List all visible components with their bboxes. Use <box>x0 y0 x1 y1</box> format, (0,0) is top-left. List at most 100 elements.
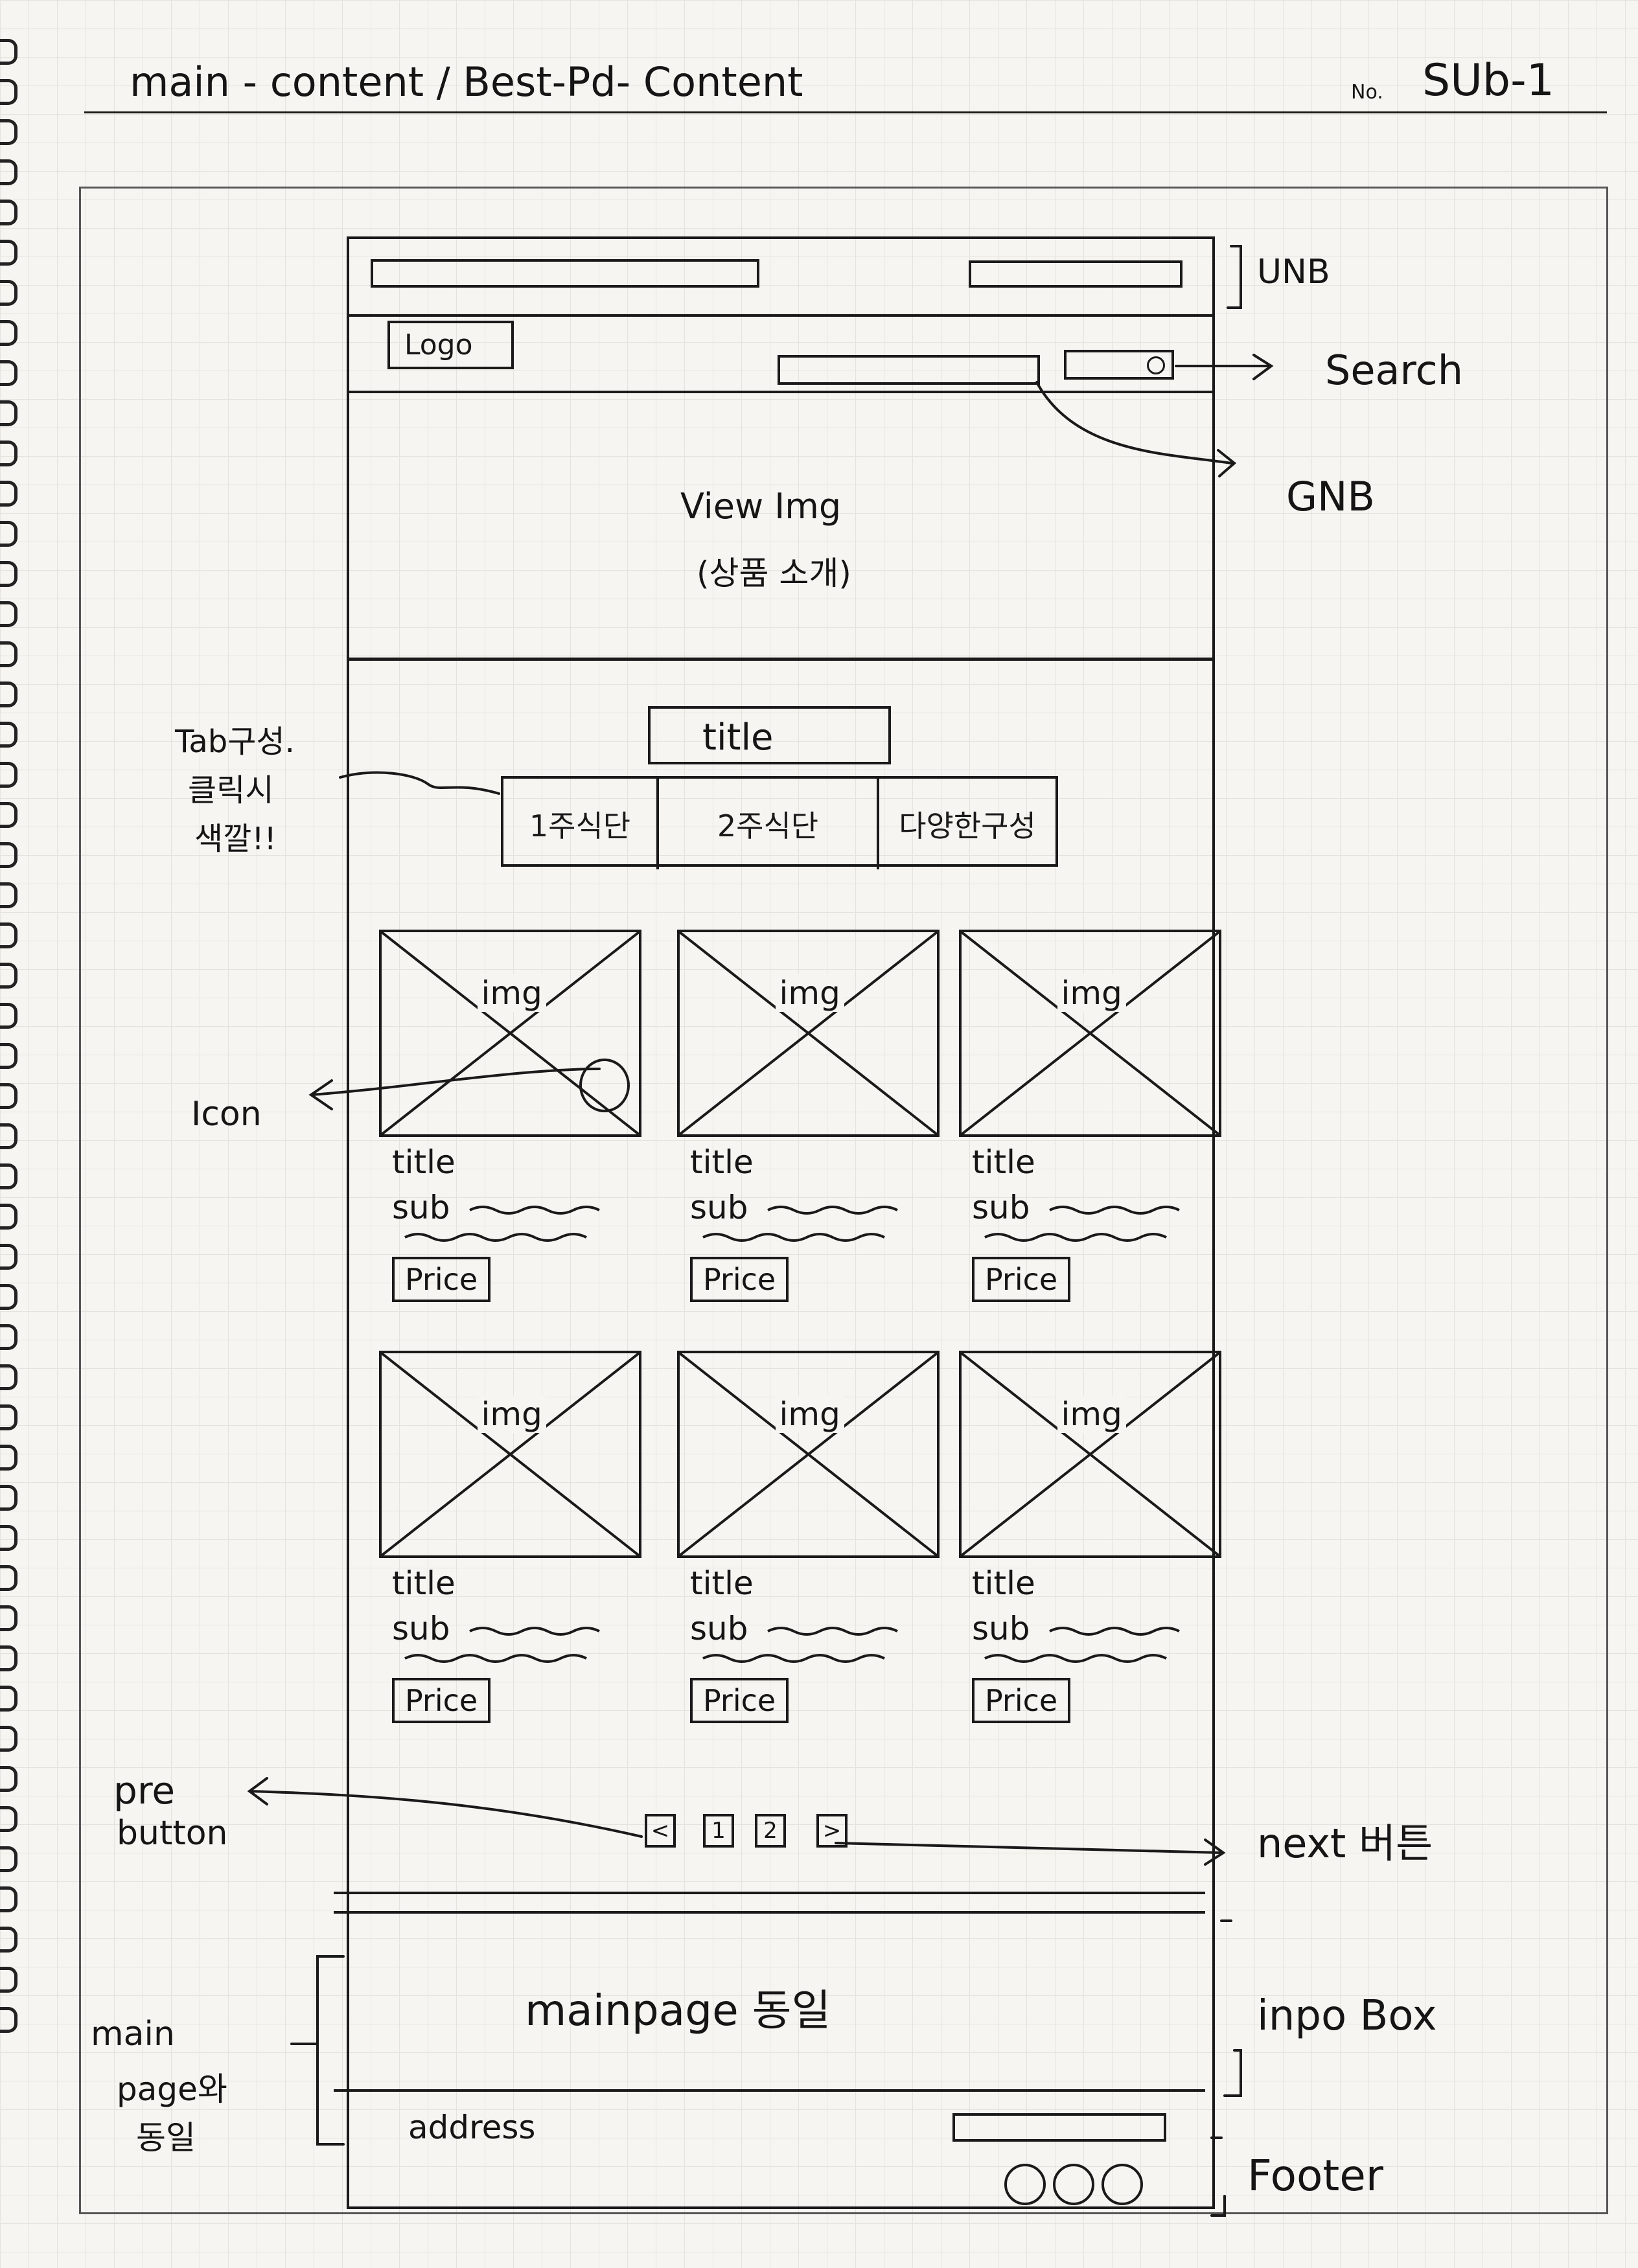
subtitle-squiggle <box>392 1613 638 1665</box>
product-subtitle: sub <box>392 1610 450 1647</box>
search-input[interactable] <box>1064 350 1174 380</box>
logo-label: Logo <box>404 328 473 361</box>
product-price: Price <box>972 1257 1071 1302</box>
next-button[interactable]: > <box>816 1814 848 1848</box>
image-placeholder-cross <box>680 1353 937 1555</box>
spiral-ring <box>0 1043 17 1069</box>
wishlist-icon[interactable] <box>579 1059 630 1112</box>
spiral-ring <box>0 1886 17 1912</box>
spiral-ring <box>0 39 17 65</box>
product-image-label: img <box>1057 974 1126 1012</box>
product-image[interactable]: img <box>379 930 641 1137</box>
page-number-label: No. <box>1351 81 1383 104</box>
social-icon-2[interactable] <box>1053 2164 1094 2205</box>
product-title: title <box>690 1564 754 1602</box>
product-image[interactable]: img <box>959 1351 1221 1558</box>
pagination-divider <box>334 1892 1205 1894</box>
page-1-button[interactable]: 1 <box>703 1814 734 1848</box>
spiral-ring <box>0 119 17 145</box>
product-image[interactable]: img <box>379 1351 641 1558</box>
header-rule <box>84 111 1607 113</box>
spiral-ring <box>0 521 17 547</box>
spiral-ring <box>0 1083 17 1109</box>
annotation-tab-note-1: Tab구성. <box>175 724 295 760</box>
product-image[interactable]: img <box>959 930 1221 1137</box>
hero-subtitle: (상품 소개) <box>697 555 851 592</box>
tab-arrow <box>339 771 500 795</box>
annotation-pre-1: pre <box>113 1769 176 1813</box>
spiral-ring <box>0 842 17 868</box>
subtitle-squiggle <box>690 1192 936 1244</box>
product-image-label: img <box>775 974 844 1012</box>
page-number: SUb-1 <box>1422 55 1554 106</box>
spiral-ring <box>0 1445 17 1471</box>
product-price: Price <box>392 1257 491 1302</box>
tab-variety[interactable]: 다양한구성 <box>899 808 1036 843</box>
spiral-ring <box>0 561 17 587</box>
annotation-pre-2: button <box>117 1814 228 1853</box>
annotation-main-3: 동일 <box>136 2119 196 2157</box>
product-image-label: img <box>477 1395 546 1433</box>
unb-left-links[interactable] <box>371 259 759 288</box>
footer-family-site[interactable] <box>952 2113 1166 2142</box>
product-subtitle: sub <box>690 1610 748 1647</box>
tab-bar: 1주식단 2주식단 다양한구성 <box>501 776 1058 869</box>
image-placeholder-cross <box>382 1353 639 1555</box>
footer-bracket <box>1210 2136 1226 2217</box>
product-subtitle: sub <box>972 1189 1030 1226</box>
info-box-bracket <box>1220 1919 1242 2097</box>
spiral-ring <box>0 400 17 426</box>
info-box-top <box>334 1911 1205 1914</box>
product-title: title <box>392 1143 456 1181</box>
gnb-menu[interactable] <box>778 355 1040 385</box>
subtitle-squiggle <box>972 1613 1218 1665</box>
subtitle-squiggle <box>972 1192 1218 1244</box>
spiral-ring <box>0 1404 17 1430</box>
subtitle-squiggle <box>690 1613 936 1665</box>
social-icon-1[interactable] <box>1004 2164 1046 2205</box>
spiral-ring <box>0 1726 17 1752</box>
tab-2week[interactable]: 2주식단 <box>659 779 879 869</box>
annotation-tab-note-3: 색깔!! <box>194 821 277 857</box>
section-title-box: title <box>648 706 891 764</box>
logo-box[interactable]: Logo <box>387 321 514 369</box>
prev-button[interactable]: < <box>645 1814 676 1848</box>
footer-social-icons <box>1004 2164 1147 2205</box>
spiral-ring <box>0 2007 17 2033</box>
spiral-ring <box>0 1565 17 1591</box>
product-image[interactable]: img <box>677 930 940 1137</box>
spiral-ring <box>0 1163 17 1189</box>
page-header-title: main - content / Best-Pd- Content <box>130 58 803 106</box>
spiral-ring <box>0 1605 17 1631</box>
tab-1week[interactable]: 1주식단 <box>503 779 659 869</box>
next-arrow <box>835 1838 1226 1866</box>
unb-right-links[interactable] <box>969 260 1182 288</box>
product-image-label: img <box>775 1395 844 1433</box>
footer-address: address <box>408 2109 536 2146</box>
spiral-ring <box>0 641 17 667</box>
spiral-ring <box>0 1364 17 1390</box>
social-icon-3[interactable] <box>1102 2164 1143 2205</box>
product-title: title <box>972 1564 1035 1602</box>
annotation-unb: UNB <box>1257 253 1330 292</box>
info-box-text: mainpage 동일 <box>525 1986 831 2035</box>
unb-bracket <box>1227 245 1242 309</box>
annotation-footer: Footer <box>1247 2151 1383 2201</box>
unb-divider <box>347 314 1215 317</box>
spiral-ring <box>0 1123 17 1149</box>
product-image[interactable]: img <box>677 1351 940 1558</box>
spiral-ring <box>0 360 17 386</box>
gnb-arrow <box>1035 381 1237 477</box>
spiral-ring <box>0 1003 17 1029</box>
product-price: Price <box>392 1678 491 1723</box>
spiral-ring <box>0 1927 17 1953</box>
info-box-bottom <box>334 2089 1205 2092</box>
product-price: Price <box>690 1257 789 1302</box>
page-2-button[interactable]: 2 <box>755 1814 786 1848</box>
